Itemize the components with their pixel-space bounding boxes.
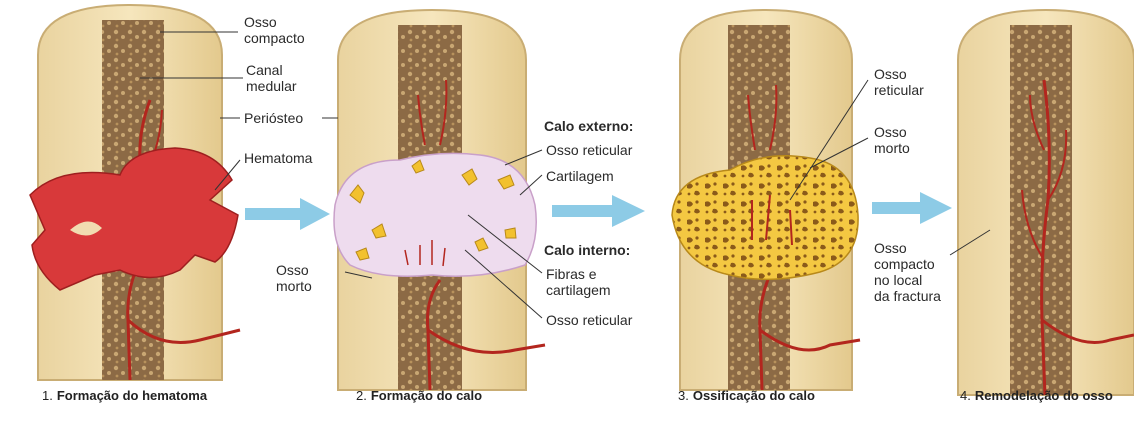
- stage-4-caption: 4.Remodelação do osso: [960, 388, 1113, 403]
- label-calo-interno: Calo interno:: [544, 242, 630, 258]
- label-cartilagem: Cartilagem: [546, 168, 614, 184]
- arrow-3-4: [872, 192, 952, 224]
- stage-1-bone: [30, 5, 240, 380]
- label-hematoma: Hematoma: [244, 150, 312, 166]
- arrow-2-3: [552, 195, 645, 227]
- arrow-1-2: [245, 198, 330, 230]
- stage-1-caption: 1.Formação do hematoma: [42, 388, 207, 403]
- stage-3-caption: 3.Ossificação do calo: [678, 388, 815, 403]
- stage-2-bone: [334, 10, 545, 390]
- label-osso-reticular-1: Osso reticular: [546, 142, 632, 158]
- label-osso-reticular-2: Osso reticular: [546, 312, 632, 328]
- stage-4-bone: [958, 10, 1134, 395]
- stage-3-bone: [672, 10, 860, 390]
- stage-2-caption: 2.Formação do calo: [356, 388, 482, 403]
- label-periosteo: Periósteo: [244, 110, 303, 126]
- label-calo-externo: Calo externo:: [544, 118, 633, 134]
